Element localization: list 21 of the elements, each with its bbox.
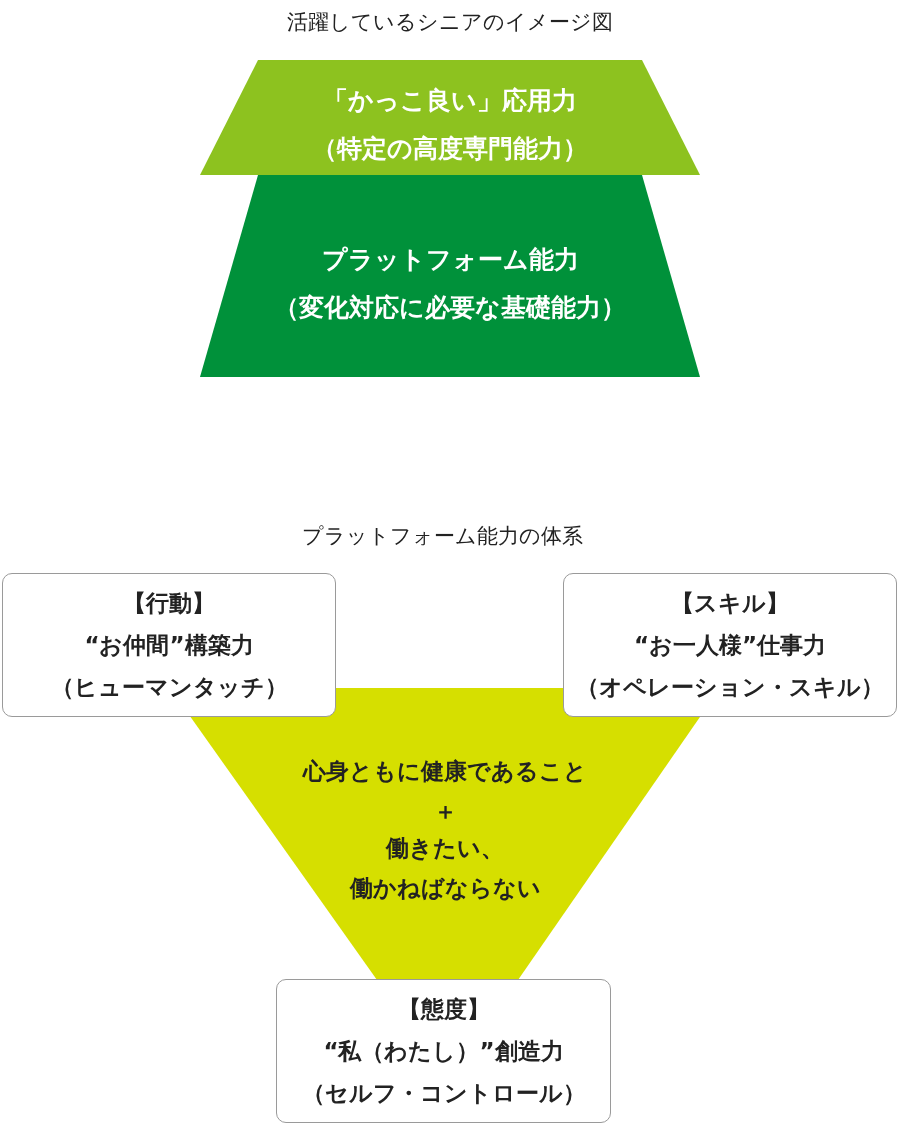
node-text: （ヒューマンタッチ） [49, 673, 289, 702]
card-heading: 【スキル】 [670, 589, 790, 618]
node-text: （変化対応に必要な基礎能力） [273, 292, 627, 324]
section-heading: プラットフォーム能力の体系 [301, 523, 583, 550]
card-heading: 【行動】 [122, 589, 216, 618]
node-text: プラットフォーム能力 [320, 244, 580, 276]
node-text: （オペレーション・スキル） [575, 673, 885, 702]
text-card [276, 979, 611, 1123]
node-text: ＋ [432, 797, 458, 826]
node-text: 「かっこ良い」応用力 [322, 85, 578, 117]
node-text: “私（わたし）”創造力 [322, 1037, 565, 1066]
node-text: “お仲間”構築力 [83, 631, 255, 660]
text-card [563, 573, 897, 717]
node-text: 働きたい、働かねばならない [348, 834, 542, 903]
card-heading: 【態度】 [396, 995, 491, 1024]
node-text: （特定の高度専門能力） [311, 133, 589, 165]
section-heading: 活躍しているシニアのイメージ図 [287, 9, 613, 36]
node-text: “お一人様”仕事力 [632, 631, 828, 660]
text-card [2, 573, 336, 717]
node-text: （セルフ・コントロール） [300, 1079, 587, 1108]
node-text: 心身ともに健康であること [301, 757, 588, 786]
